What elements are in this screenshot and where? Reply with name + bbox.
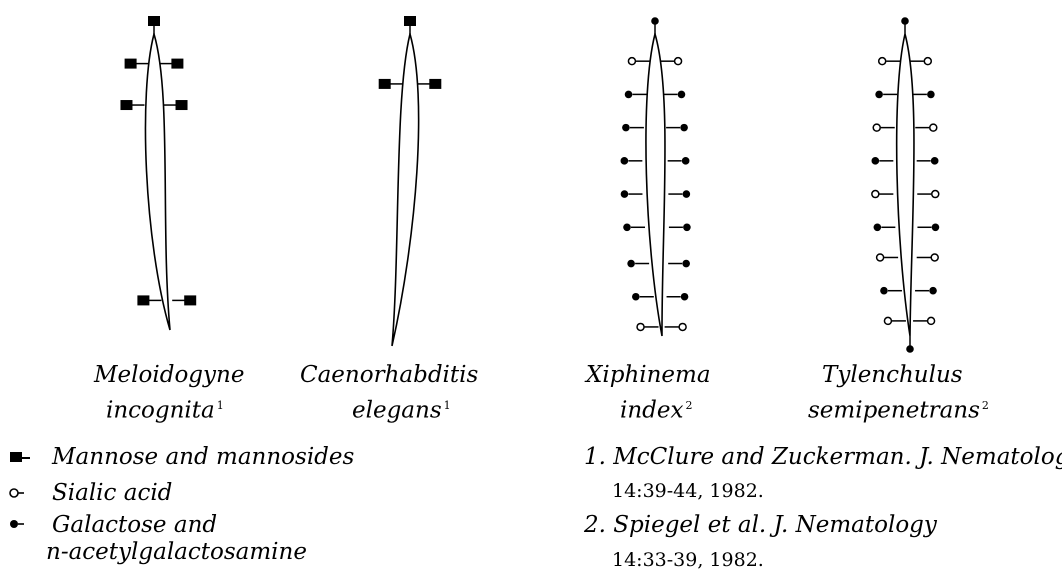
marker-tylenchulus-galactose-12 bbox=[874, 223, 882, 231]
label-tylenchulus-ref: 2 bbox=[982, 399, 989, 412]
marker-tylenchulus-sialic-15 bbox=[931, 254, 938, 261]
label-meloidogyne-genus: Meloidogyne bbox=[94, 362, 244, 388]
legend-galactose-label-1: Galactose and bbox=[52, 512, 217, 538]
marker-xiphinema-sialic-1 bbox=[628, 58, 635, 65]
marker-xiphinema-galactose-9 bbox=[621, 190, 629, 198]
marker-meloidogyne-mannose-3 bbox=[120, 100, 132, 110]
marker-xiphinema-sialic-2 bbox=[675, 58, 682, 65]
marker-xiphinema-galactose-14 bbox=[682, 260, 690, 268]
label-caenorhabditis-ref: 1 bbox=[444, 399, 451, 412]
marker-xiphinema-galactose-15 bbox=[632, 293, 640, 301]
reference-2: 2. Spiegel et al. J. Nematology bbox=[584, 512, 937, 538]
marker-tylenchulus-galactose-9 bbox=[931, 157, 939, 165]
label-xiphinema-ref: 2 bbox=[685, 399, 692, 412]
marker-tylenchulus-galactose-5 bbox=[927, 91, 935, 99]
label-meloidogyne-ref: 1 bbox=[217, 399, 224, 412]
marker-xiphinema-galactose-0 bbox=[651, 17, 659, 25]
marker-tylenchulus-galactose-13 bbox=[932, 223, 940, 231]
marker-tylenchulus-sialic-11 bbox=[932, 191, 939, 198]
marker-tylenchulus-sialic-6 bbox=[873, 124, 880, 131]
legend-mannose-symbol bbox=[10, 452, 22, 462]
marker-xiphinema-galactose-7 bbox=[621, 157, 629, 165]
marker-xiphinema-galactose-12 bbox=[683, 223, 691, 231]
body-meloidogyne bbox=[145, 34, 170, 330]
marker-tylenchulus-galactose-8 bbox=[872, 157, 880, 165]
marker-meloidogyne-mannose-5 bbox=[137, 295, 149, 305]
marker-xiphinema-galactose-11 bbox=[623, 223, 631, 231]
marker-tylenchulus-sialic-7 bbox=[930, 124, 937, 131]
marker-xiphinema-galactose-13 bbox=[627, 260, 635, 268]
marker-tylenchulus-sialic-19 bbox=[928, 317, 935, 324]
marker-meloidogyne-mannose-4 bbox=[176, 100, 188, 110]
reference-2-citation: 14:33-39, 1982. bbox=[612, 549, 764, 571]
marker-meloidogyne-mannose-6 bbox=[184, 295, 196, 305]
label-xiphinema-genus: Xiphinema bbox=[586, 362, 711, 388]
marker-tylenchulus-galactose-16 bbox=[880, 287, 888, 295]
body-caenorhabditis bbox=[392, 34, 419, 346]
marker-caenorhabditis-mannose-0 bbox=[404, 16, 416, 26]
marker-xiphinema-galactose-3 bbox=[625, 91, 633, 99]
body-xiphinema bbox=[646, 34, 665, 336]
legend-galactose-symbol bbox=[10, 520, 18, 528]
marker-meloidogyne-mannose-1 bbox=[125, 59, 137, 69]
label-caenorhabditis-genus: Caenorhabditis bbox=[300, 362, 478, 388]
marker-tylenchulus-sialic-10 bbox=[872, 191, 879, 198]
marker-xiphinema-galactose-5 bbox=[622, 124, 630, 132]
reference-1: 1. McClure and Zuckerman. J. Nematology bbox=[584, 444, 1062, 470]
marker-tylenchulus-sialic-3 bbox=[924, 58, 931, 65]
marker-tylenchulus-sialic-2 bbox=[879, 58, 886, 65]
marker-caenorhabditis-mannose-1 bbox=[379, 79, 391, 89]
marker-xiphinema-galactose-4 bbox=[678, 91, 686, 99]
marker-caenorhabditis-mannose-2 bbox=[429, 79, 441, 89]
legend-mannose-label: Mannose and mannosides bbox=[52, 444, 354, 470]
marker-tylenchulus-galactose-4 bbox=[875, 91, 883, 99]
marker-xiphinema-sialic-18 bbox=[679, 323, 686, 330]
marker-xiphinema-galactose-10 bbox=[683, 190, 691, 198]
marker-tylenchulus-galactose-17 bbox=[929, 287, 937, 295]
reference-1-citation: 14:39-44, 1982. bbox=[612, 480, 764, 502]
legend-sialic-label: Sialic acid bbox=[52, 480, 172, 506]
marker-tylenchulus-sialic-14 bbox=[877, 254, 884, 261]
marker-meloidogyne-mannose-2 bbox=[171, 59, 183, 69]
marker-tylenchulus-sialic-18 bbox=[884, 317, 891, 324]
marker-xiphinema-sialic-17 bbox=[637, 323, 644, 330]
legend-sialic-symbol bbox=[10, 489, 18, 497]
marker-xiphinema-galactose-8 bbox=[682, 157, 690, 165]
marker-meloidogyne-mannose-0 bbox=[148, 16, 160, 26]
marker-xiphinema-galactose-16 bbox=[681, 293, 689, 301]
marker-xiphinema-galactose-6 bbox=[680, 124, 688, 132]
legend-galactose-label-2: n-acetylgalactosamine bbox=[46, 539, 307, 565]
marker-tylenchulus-galactose-0 bbox=[901, 17, 909, 25]
marker-tylenchulus-galactose-1 bbox=[906, 345, 914, 353]
label-tylenchulus-genus: Tylenchulus bbox=[822, 362, 963, 388]
